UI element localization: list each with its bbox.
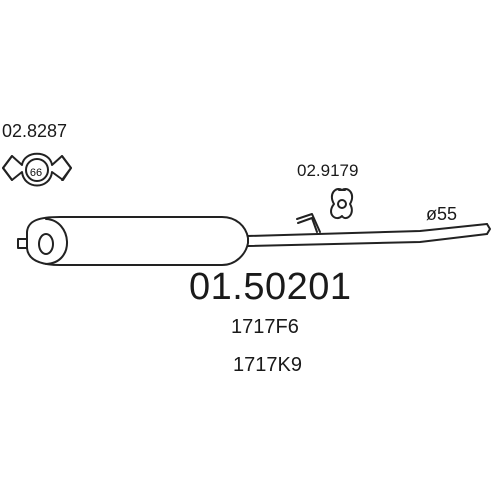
hanger-part-number: 02.9179 <box>297 161 359 180</box>
exhaust-clamp-icon <box>2 152 72 187</box>
clamp-part-number: 02.8287 <box>2 121 68 141</box>
oem-reference-1: 1717F6 <box>231 316 299 338</box>
oem-reference-2: 1717K9 <box>233 354 302 376</box>
rubber-hanger-icon <box>330 188 354 220</box>
main-part-number: 01.50201 <box>189 266 352 308</box>
silencer-pipe-icon <box>17 213 491 266</box>
pipe-diameter-label: ø55 <box>426 204 458 224</box>
clamp-size-label: 66 <box>29 167 43 179</box>
